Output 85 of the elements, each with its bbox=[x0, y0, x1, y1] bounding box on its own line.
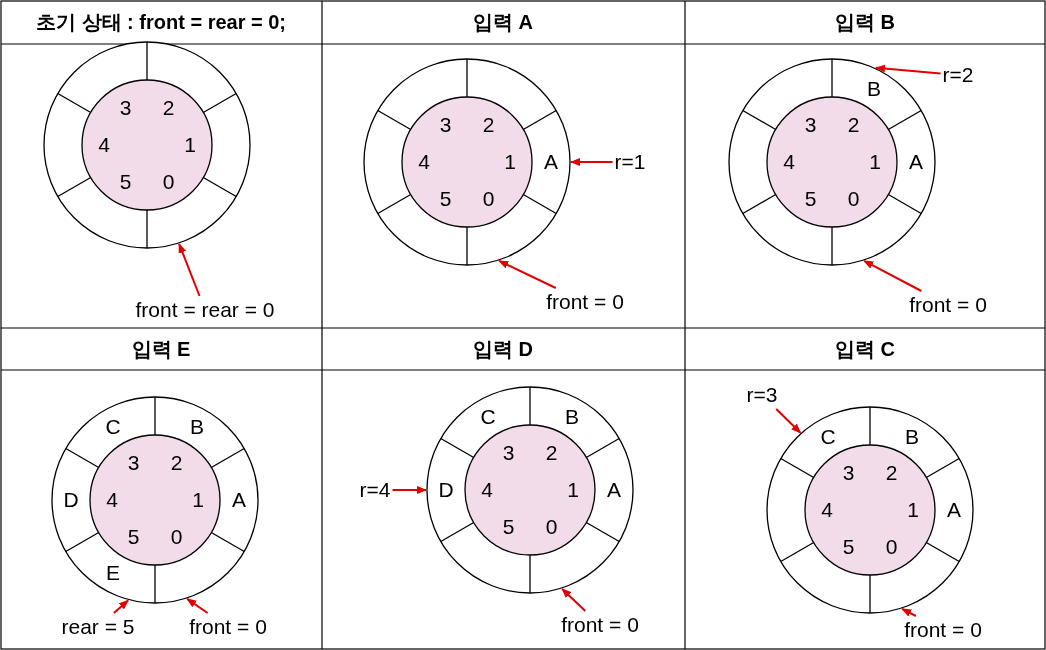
queue-item: D bbox=[63, 488, 79, 512]
column-header: 입력 A bbox=[473, 9, 533, 35]
slot-index: 4 bbox=[481, 478, 493, 502]
slot-index: 4 bbox=[821, 498, 833, 522]
pointer-label: r=1 bbox=[614, 150, 646, 174]
slot-index: 4 bbox=[783, 150, 795, 174]
circular-queue-drawing bbox=[51, 396, 259, 604]
pointer-arrow bbox=[863, 259, 923, 292]
pointer-arrow bbox=[498, 259, 557, 289]
slot-index: 2 bbox=[170, 450, 183, 475]
queue-item: B bbox=[867, 77, 881, 102]
slot-index: 3 bbox=[842, 460, 855, 485]
circular-queue-drawing bbox=[766, 406, 974, 614]
queue-item: A bbox=[947, 498, 961, 522]
pointer-arrow bbox=[570, 158, 614, 166]
pointer-label: front = 0 bbox=[904, 618, 982, 642]
pointer-arrow bbox=[561, 587, 587, 612]
slot-index: 4 bbox=[98, 133, 110, 157]
slot-index: 5 bbox=[439, 187, 452, 212]
slot-index: 5 bbox=[804, 187, 817, 212]
pointer-label: rear = 5 bbox=[61, 615, 135, 639]
pointer-arrow bbox=[874, 64, 942, 75]
slot-index: 2 bbox=[482, 112, 495, 137]
slot-index: 2 bbox=[847, 112, 860, 137]
queue-item: B bbox=[565, 405, 579, 430]
pointer-arrow bbox=[391, 486, 427, 494]
slot-index: 3 bbox=[502, 440, 515, 465]
slot-index: 0 bbox=[162, 170, 175, 195]
slot-index: 3 bbox=[127, 450, 140, 475]
queue-item: B bbox=[190, 415, 204, 440]
slot-index: 5 bbox=[842, 535, 855, 560]
slot-index: 1 bbox=[184, 133, 196, 157]
pointer-label: front = 0 bbox=[546, 290, 624, 314]
queue-item: C bbox=[480, 405, 496, 430]
queue-item: E bbox=[106, 560, 120, 585]
slot-index: 0 bbox=[847, 187, 860, 212]
column-header: 입력 B bbox=[835, 9, 895, 35]
pointer-label: front = rear = 0 bbox=[135, 298, 275, 322]
slot-index: 3 bbox=[804, 112, 817, 137]
queue-item: C bbox=[105, 415, 121, 440]
slot-index: 0 bbox=[170, 525, 183, 550]
slot-index: 0 bbox=[885, 535, 898, 560]
slot-index: 2 bbox=[885, 460, 898, 485]
queue-item: A bbox=[607, 478, 621, 502]
circular-queue-drawing bbox=[426, 386, 634, 594]
queue-item: A bbox=[909, 150, 923, 174]
column-header: 입력 E bbox=[131, 336, 191, 362]
pointer-arrow bbox=[112, 599, 130, 614]
pointer-arrow bbox=[775, 408, 802, 434]
slot-index: 0 bbox=[545, 515, 558, 540]
slot-index: 1 bbox=[869, 150, 881, 174]
circular-queue-drawing bbox=[43, 41, 251, 249]
pointer-label: front = 0 bbox=[561, 613, 639, 637]
slot-index: 4 bbox=[106, 488, 118, 512]
pointer-arrow bbox=[178, 242, 201, 297]
queue-item: C bbox=[820, 425, 836, 450]
queue-item: D bbox=[438, 478, 454, 502]
queue-item: B bbox=[905, 425, 919, 450]
slot-index: 5 bbox=[127, 525, 140, 550]
pointer-label: front = 0 bbox=[189, 615, 267, 639]
column-header: 입력 C bbox=[835, 336, 895, 362]
pointer-arrow bbox=[901, 607, 917, 617]
circular-queue-drawing bbox=[363, 58, 571, 266]
pointer-label: r=3 bbox=[746, 383, 778, 407]
slot-index: 1 bbox=[907, 498, 919, 522]
circular-queue-drawing bbox=[728, 58, 936, 266]
slot-index: 4 bbox=[418, 150, 430, 174]
queue-item: A bbox=[232, 488, 246, 512]
column-header: 입력 D bbox=[473, 336, 533, 362]
slot-index: 1 bbox=[192, 488, 204, 512]
slot-index: 1 bbox=[504, 150, 516, 174]
slot-index: 0 bbox=[482, 187, 495, 212]
slot-index: 5 bbox=[119, 170, 132, 195]
pointer-label: r=2 bbox=[942, 63, 974, 87]
column-header: 초기 상태 : front = rear = 0; bbox=[35, 9, 287, 35]
pointer-arrow bbox=[186, 597, 209, 614]
slot-index: 3 bbox=[439, 112, 452, 137]
slot-index: 5 bbox=[502, 515, 515, 540]
slot-index: 2 bbox=[545, 440, 558, 465]
pointer-label: front = 0 bbox=[909, 293, 987, 317]
queue-item: A bbox=[544, 150, 558, 174]
slot-index: 3 bbox=[119, 95, 132, 120]
slot-index: 1 bbox=[567, 478, 579, 502]
pointer-label: r=4 bbox=[359, 478, 391, 502]
slot-index: 2 bbox=[162, 95, 175, 120]
